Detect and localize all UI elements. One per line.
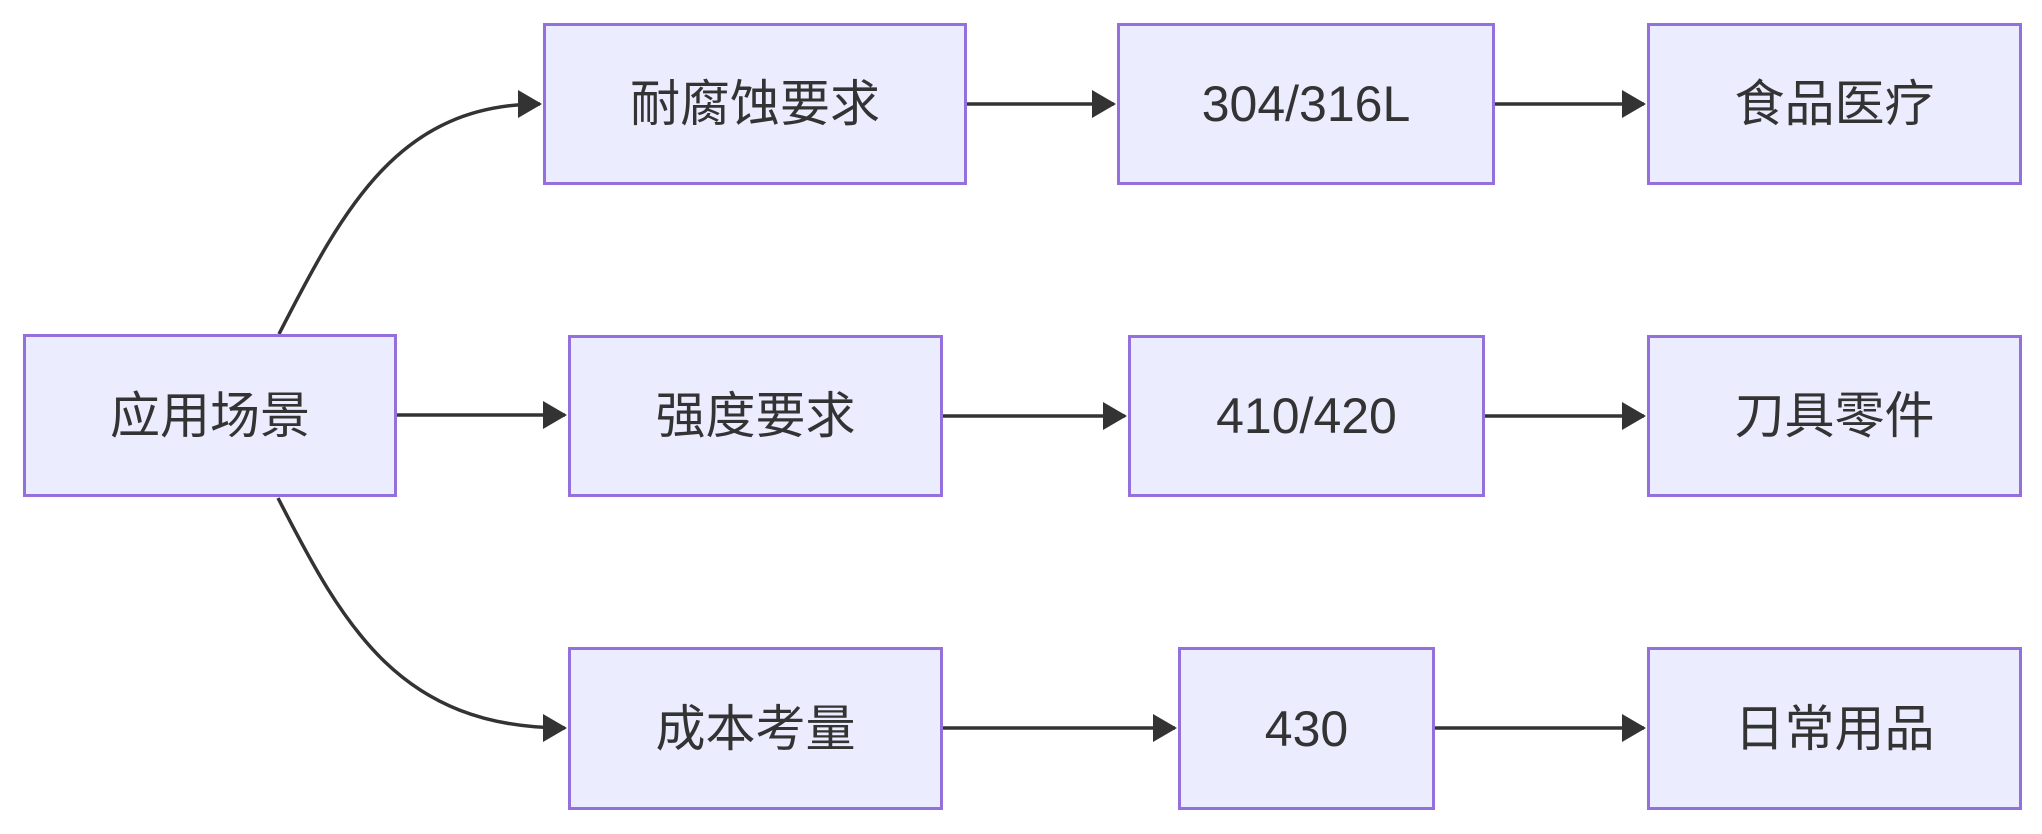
node-application-scenario: 应用场景: [23, 334, 397, 497]
node-daily-goods: 日常用品: [1647, 647, 2022, 810]
node-label: 刀具零件: [1734, 388, 1935, 444]
node-label: 食品医疗: [1734, 76, 1935, 132]
node-food-medical: 食品医疗: [1647, 23, 2022, 185]
node-label: 应用场景: [110, 387, 310, 444]
edge-root-to-corrosion: [277, 90, 542, 335]
node-corrosion-requirement: 耐腐蚀要求: [543, 23, 967, 185]
node-strength-requirement: 强度要求: [568, 335, 943, 497]
node-label: 430: [1264, 700, 1349, 757]
node-label: 日常用品: [1734, 700, 1935, 757]
node-grade-410-420: 410/420: [1128, 335, 1485, 497]
edge-root-to-cost: [276, 497, 567, 742]
node-label: 304/316L: [1201, 76, 1411, 132]
node-cost-consideration: 成本考量: [568, 647, 943, 810]
node-label: 强度要求: [655, 388, 856, 444]
node-label: 410/420: [1216, 388, 1397, 444]
node-knife-parts: 刀具零件: [1647, 335, 2022, 497]
node-grade-304-316l: 304/316L: [1117, 23, 1495, 185]
node-label: 耐腐蚀要求: [630, 76, 880, 132]
node-grade-430: 430: [1178, 647, 1435, 810]
node-label: 成本考量: [655, 700, 856, 757]
